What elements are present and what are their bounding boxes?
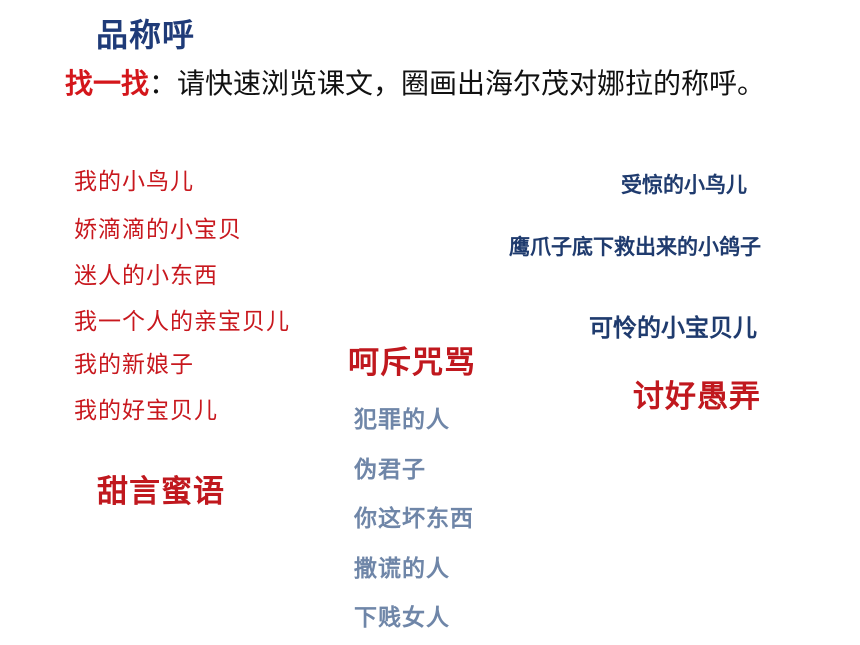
sweet-item-3: 迷人的小东西 bbox=[74, 263, 218, 289]
sweet-item-4: 我一个人的亲宝贝儿 bbox=[74, 309, 290, 335]
scolding-heading: 呵斥咒骂 bbox=[348, 345, 476, 381]
flattery-item-2: 鹰爪子底下救出来的小鸽子 bbox=[509, 235, 761, 259]
scolding-item-2: 伪君子 bbox=[354, 456, 426, 483]
scolding-item-4: 撒谎的人 bbox=[354, 555, 450, 582]
task-keyword: 找一找 bbox=[65, 67, 150, 100]
sweet-words-heading: 甜言蜜语 bbox=[97, 474, 225, 510]
flattery-heading: 讨好愚弄 bbox=[633, 379, 761, 415]
scolding-item-1: 犯罪的人 bbox=[354, 406, 450, 433]
sweet-item-6: 我的好宝贝儿 bbox=[74, 398, 218, 424]
sweet-item-1: 我的小鸟儿 bbox=[74, 169, 194, 195]
flattery-item-1: 受惊的小鸟儿 bbox=[621, 173, 747, 197]
sweet-item-5: 我的新娘子 bbox=[74, 352, 194, 378]
sweet-item-2: 娇滴滴的小宝贝 bbox=[74, 217, 242, 243]
flattery-item-3: 可怜的小宝贝儿 bbox=[589, 314, 757, 342]
task-text: ：请快速浏览课文，圈画出海尔茂对娜拉的称呼。 bbox=[149, 67, 766, 100]
page-title: 品称呼 bbox=[96, 16, 196, 54]
scolding-item-5: 下贱女人 bbox=[354, 604, 450, 631]
task-instruction: 找一找：请快速浏览课文，圈画出海尔茂对娜拉的称呼。 bbox=[55, 62, 815, 106]
scolding-item-3: 你这坏东西 bbox=[354, 505, 474, 532]
